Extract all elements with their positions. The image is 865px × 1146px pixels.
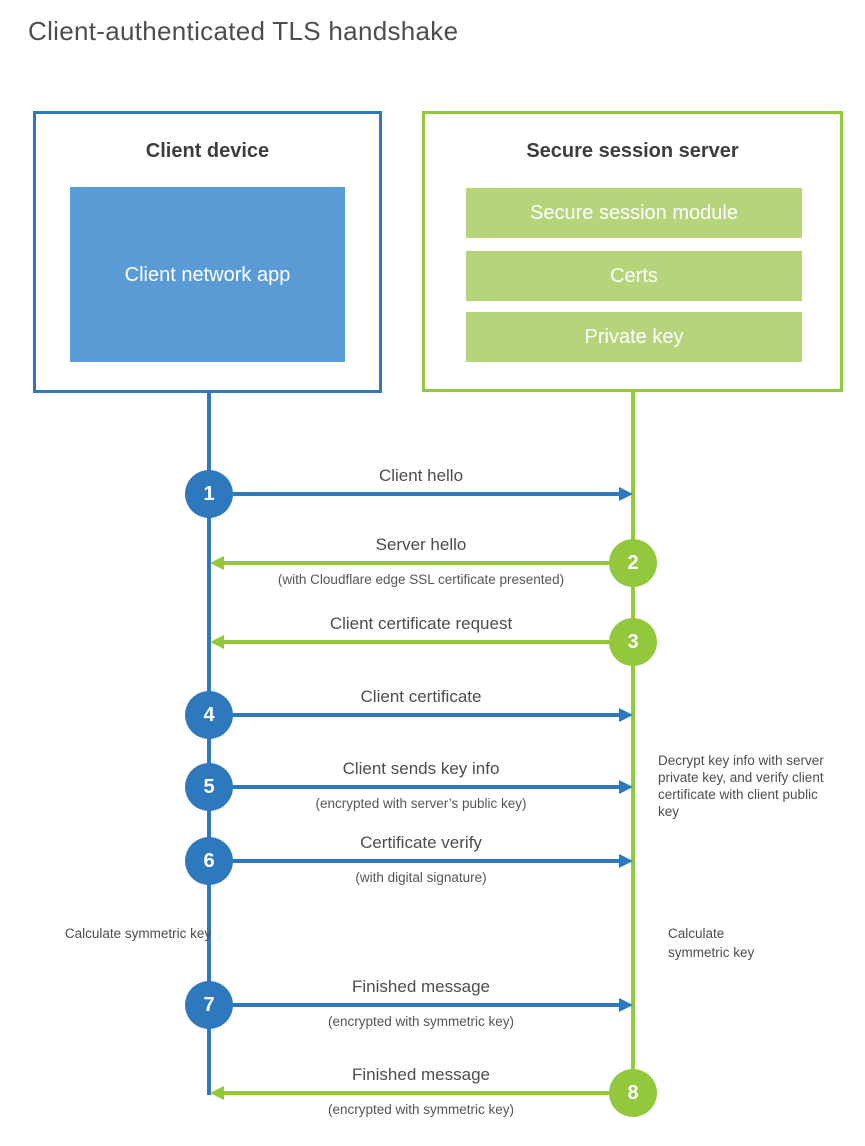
step-2-arrowhead-left-icon xyxy=(210,556,224,570)
step-3-number: 3 xyxy=(627,630,639,653)
step-5-number: 5 xyxy=(203,775,215,798)
step-6-number: 6 xyxy=(203,849,215,872)
secure-session-server-title: Secure session server xyxy=(526,140,739,162)
step-5-arrowhead-right-icon xyxy=(619,780,633,794)
step-5-circle: 5 xyxy=(185,763,233,811)
step-8-arrowhead-left-icon xyxy=(210,1086,224,1100)
step-4-number: 4 xyxy=(203,703,215,726)
calc-symmetric-key-left: Calculate symmetric key xyxy=(64,926,212,941)
step-3-arrowhead-left-icon xyxy=(210,635,224,649)
step-7-arrow-line xyxy=(233,1003,619,1007)
step-4-circle: 4 xyxy=(185,691,233,739)
step-1-circle: 1 xyxy=(185,470,233,518)
step-1-arrowhead-right-icon xyxy=(619,487,633,501)
step-4-arrow-line xyxy=(233,713,619,717)
step-2-circle: 2 xyxy=(609,539,657,587)
step-3-arrow-line xyxy=(224,640,609,644)
step-5-sublabel: (encrypted with server’s public key) xyxy=(315,796,527,811)
client-device-title: Client device xyxy=(145,140,270,162)
step-8-label: Finished message xyxy=(352,1065,490,1084)
step-7-number: 7 xyxy=(203,993,215,1016)
client-network-app-box: Client network app xyxy=(70,187,345,362)
step-6-arrow-line xyxy=(233,859,619,863)
step-7-circle: 7 xyxy=(185,981,233,1029)
step-2-sublabel: (with Cloudflare edge SSL certificate pr… xyxy=(277,572,565,587)
step-8-circle: 8 xyxy=(609,1069,657,1117)
step-7-sublabel: (encrypted with symmetric key) xyxy=(327,1014,515,1029)
step-1-arrow-line xyxy=(233,492,619,496)
step-5-label: Client sends key info xyxy=(342,759,500,778)
step-8-arrow-line xyxy=(224,1091,609,1095)
step-6-arrowhead-right-icon xyxy=(619,854,633,868)
step-3-label: Client certificate request xyxy=(329,614,513,633)
step-2-label: Server hello xyxy=(375,535,467,554)
step-4-arrowhead-right-icon xyxy=(619,708,633,722)
step-7-label: Finished message xyxy=(352,977,490,996)
step-1-label: Client hello xyxy=(378,466,464,485)
step-4-label: Client certificate xyxy=(360,687,482,706)
step-6-circle: 6 xyxy=(185,837,233,885)
server-module-secure-session: Secure session module xyxy=(466,188,802,238)
decrypt-note: Decrypt key info with server private key… xyxy=(658,753,824,819)
server-lifeline xyxy=(631,392,635,1093)
step-2-arrow-line xyxy=(224,561,609,565)
step-6-label: Certificate verify xyxy=(360,833,482,852)
page-title: Client-authenticated TLS handshake xyxy=(28,16,459,46)
step-6-sublabel: (with digital signature) xyxy=(355,870,487,885)
step-8-number: 8 xyxy=(627,1081,639,1104)
client-network-app-label: Client network app xyxy=(124,263,291,286)
step-1-number: 1 xyxy=(203,482,215,505)
step-7-arrowhead-right-icon xyxy=(619,998,633,1012)
client-lifeline xyxy=(207,393,211,1095)
step-5-arrow-line xyxy=(233,785,619,789)
step-2-number: 2 xyxy=(627,551,639,574)
step-8-sublabel: (encrypted with symmetric key) xyxy=(327,1102,515,1117)
server-module-certs: Certs xyxy=(466,251,802,301)
server-module-private-key: Private key xyxy=(466,312,802,362)
step-3-circle: 3 xyxy=(609,618,657,666)
calc-symmetric-key-right: Calculate symmetric key xyxy=(668,926,755,960)
